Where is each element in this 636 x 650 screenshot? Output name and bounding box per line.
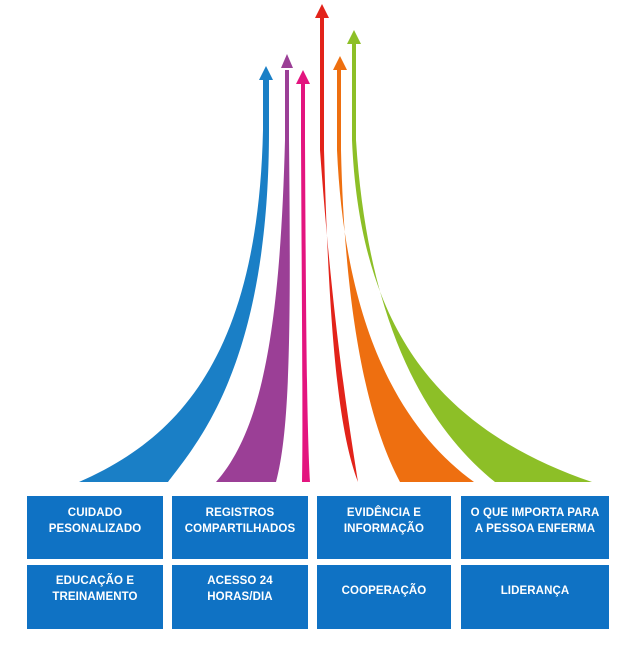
arrow-purple <box>146 70 290 482</box>
box-acesso-24-horas: ACESSO 24 HORAS/DIA <box>172 565 308 629</box>
box-cuidado-personalizado: CUIDADO PESONALIZADO <box>27 496 163 559</box>
arrow-green <box>352 44 592 482</box>
arrow-magenta <box>261 84 310 482</box>
arrow-red-head <box>315 4 329 18</box>
arrow-magenta-head <box>296 70 310 84</box>
box-registros-compartilhados: REGISTROS COMPARTILHADOS <box>172 496 308 559</box>
arrow-purple-head <box>281 54 293 68</box>
box-lideranca: LIDERANÇA <box>461 565 609 629</box>
box-educacao-treinamento: EDUCAÇÃO E TREINAMENTO <box>27 565 163 629</box>
box-evidencia-informacao: EVIDÊNCIA E INFORMAÇÃO <box>317 496 451 559</box>
arrow-orange <box>337 70 474 482</box>
box-o-que-importa: O QUE IMPORTA PARA A PESSOA ENFERMA <box>461 496 609 559</box>
box-cooperacao: COOPERAÇÃO <box>317 565 451 629</box>
arrow-blue <box>29 80 269 482</box>
arrow-green-head <box>347 30 361 44</box>
arrow-blue-head <box>259 66 273 80</box>
arrow-red <box>316 18 358 482</box>
arrow-orange-head <box>333 56 347 70</box>
